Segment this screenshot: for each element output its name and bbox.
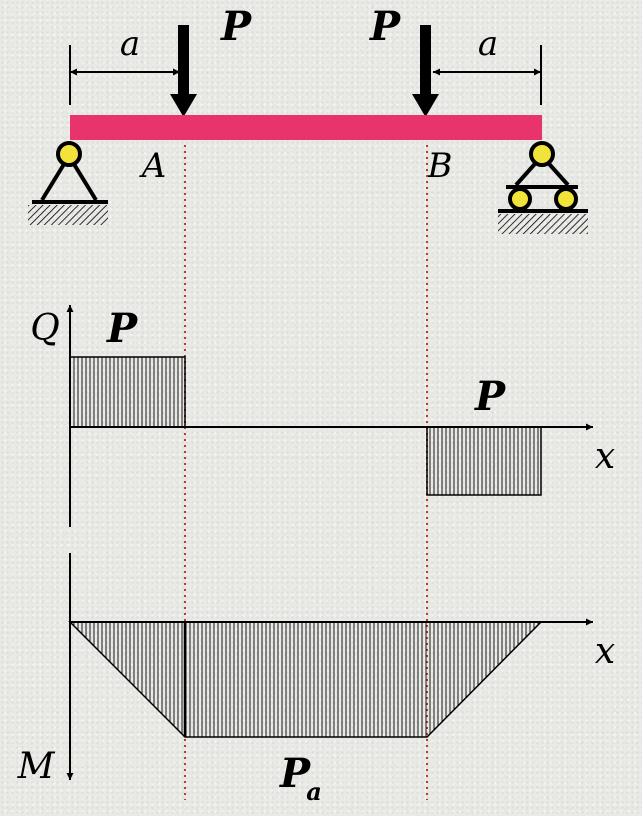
shear-axis-label: Q bbox=[30, 308, 60, 349]
moment-diagram: x M P a bbox=[17, 553, 615, 806]
shear-diagram: Q x P P bbox=[30, 305, 615, 527]
pin-support-left bbox=[28, 141, 108, 225]
shear-x-label: x bbox=[595, 436, 615, 477]
moment-axis-label: M bbox=[17, 746, 56, 787]
load-right-label: P bbox=[369, 3, 402, 50]
shear-negative-value: P bbox=[474, 373, 507, 420]
moment-value-subscript: a bbox=[306, 777, 322, 806]
load-arrow-right: P bbox=[369, 3, 439, 117]
dimension-left: a bbox=[69, 24, 180, 105]
dimension-right: a bbox=[433, 24, 542, 105]
shear-positive-region bbox=[69, 356, 186, 428]
moment-x-label: x bbox=[595, 631, 615, 672]
load-left-label: P bbox=[220, 3, 253, 50]
moment-region bbox=[68, 621, 543, 738]
point-b-label: B bbox=[427, 146, 453, 186]
moment-value-main: P bbox=[279, 750, 312, 797]
dimension-left-label: a bbox=[120, 24, 140, 64]
beam bbox=[70, 115, 542, 140]
shear-negative-region bbox=[426, 426, 542, 496]
dimension-right-label: a bbox=[478, 24, 498, 64]
load-arrow-left: P bbox=[170, 3, 253, 117]
roller-support-right bbox=[498, 141, 588, 234]
point-a-label: A bbox=[139, 146, 167, 186]
shear-positive-value: P bbox=[106, 305, 139, 352]
